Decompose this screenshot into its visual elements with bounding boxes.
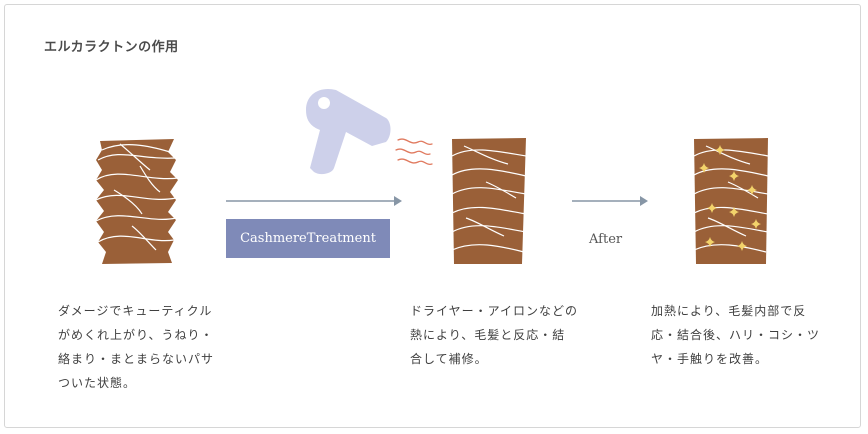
dryer-vent [318,97,330,109]
stage-after-line: 加熱により、毛髪内部で反 [651,304,807,318]
stage-before-line: 絡まり・まとまらないパサ [58,352,215,366]
stage-after-line: ヤ・手触りを改善。 [651,352,769,366]
improved-hair-strand [693,138,769,264]
stage-middle-line: 熱により、毛髪と反応・結 [410,328,566,342]
stage-after-description: 加熱により、毛髪内部で反 応・結合後、ハリ・コシ・ツ ヤ・手触りを改善。 [651,299,820,371]
process-arrow [226,196,402,206]
stage-middle-description: ドライヤー・アイロンなどの 熱により、毛髪と反応・結 合して補修。 [410,299,578,371]
stage-after-line: 応・結合後、ハリ・コシ・ツ [651,328,821,342]
stage-middle-line: 合して補修。 [410,352,488,366]
stage-middle-line: ドライヤー・アイロンなどの [410,304,579,318]
stage-before-line: ダメージでキューティクル [58,304,213,318]
stage-before-line: がめくれ上がり、うねり・ [58,328,214,342]
hair-dryer-icon [306,88,391,175]
damaged-hair-strand [95,139,179,264]
stage-before-description: ダメージでキューティクル がめくれ上がり、うねり・ 絡まり・まとまらないパサ つ… [58,299,214,395]
treated-hair-strand [451,138,527,264]
after-label: After [589,232,623,247]
stage-before-line: ついた状態。 [58,376,137,390]
after-arrow [572,196,648,206]
treatment-badge: CashmereTreatment [226,219,390,258]
heat-wave-icon [395,138,433,166]
diagram-title: エルカラクトンの作用 [44,40,179,55]
